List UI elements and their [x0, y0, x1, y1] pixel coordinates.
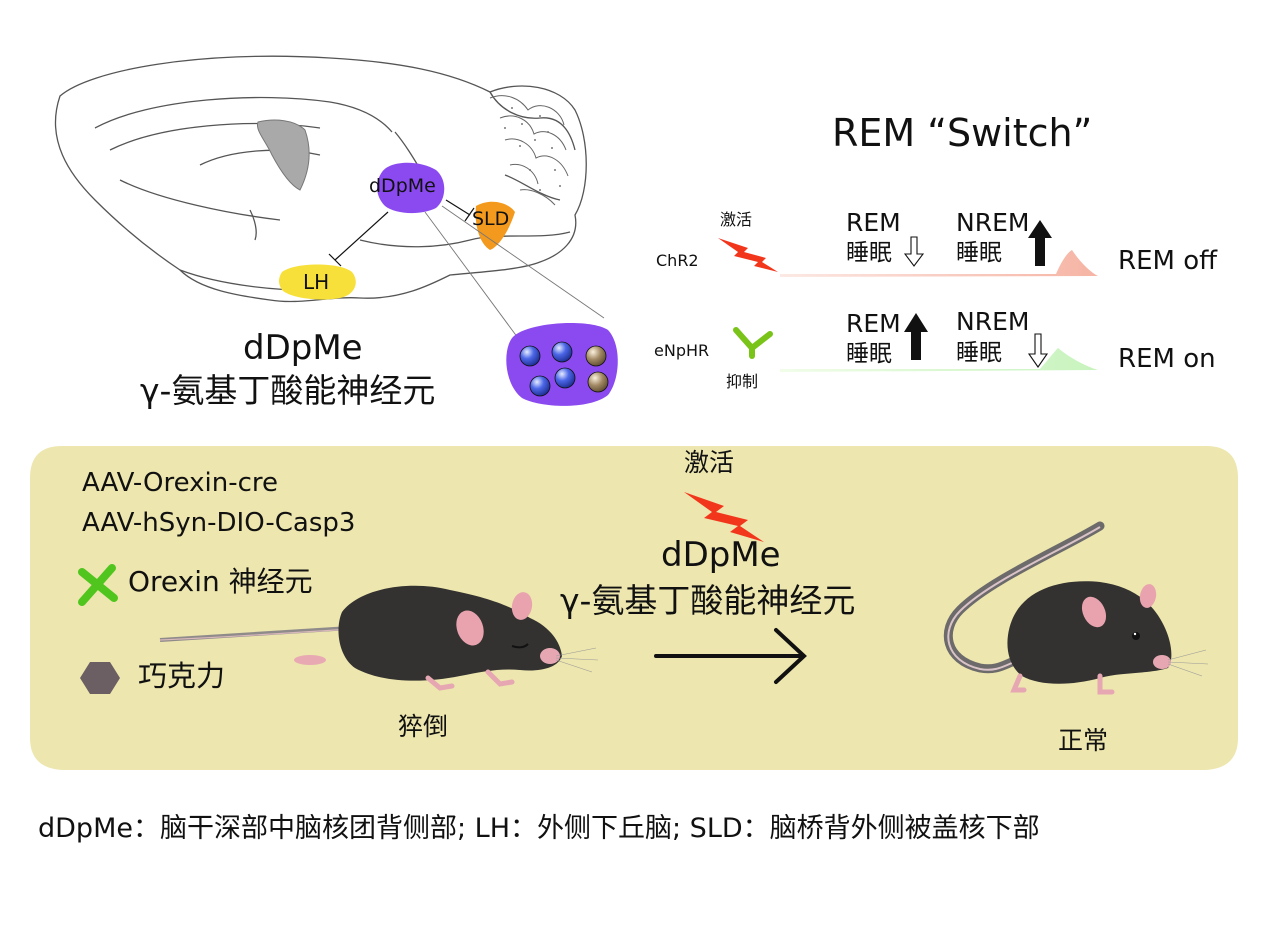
neuron-cells [519, 341, 609, 397]
neuron-gaba [519, 345, 541, 367]
neuron-gaba [551, 341, 573, 363]
abbreviation-footer: dDpMe：脑干深部中脑核团背侧部; LH：外侧下丘脑; SLD：脑桥背外侧被盖… [38, 813, 1040, 844]
sld-region-label: SLD [472, 208, 510, 230]
target-line2: γ-氨基丁酸能神经元 [560, 581, 856, 620]
neuron-gaba [554, 367, 576, 389]
row2-nrem-sub: 睡眠 [956, 340, 1002, 366]
cataplexy-mouse [159, 585, 599, 691]
activation-lightning-icon [684, 492, 764, 542]
ddpme-region-label: dDpMe [369, 175, 436, 197]
lh-region-label: LH [303, 270, 330, 294]
neuron-gaba [529, 375, 551, 397]
row1-method: ChR2 [656, 251, 699, 270]
rem-down-hollow-arrow [903, 236, 925, 267]
inhibition-lines [328, 199, 475, 267]
ablation-x-icon [78, 564, 118, 606]
row2-rem-label: REM [846, 309, 901, 338]
row1-action: 激活 [720, 210, 753, 229]
brain-title-line1: dDpMe [243, 328, 363, 368]
rem-off-bar [780, 250, 1098, 277]
activate-label: 激活 [684, 448, 735, 477]
chocolate-label: 巧克力 [138, 659, 226, 693]
before-state-label: 猝倒 [398, 712, 449, 741]
ablation-label: Orexin 神经元 [128, 565, 313, 598]
rem-up-solid-arrow [904, 313, 928, 360]
row2-method: eNpHR [654, 341, 710, 360]
row2-action: 抑制 [726, 372, 759, 391]
virus-1: AAV-Orexin-cre [82, 468, 279, 498]
neuron-other [587, 371, 609, 393]
nrem-down-hollow-arrow [1027, 333, 1049, 368]
row1-nrem-label: NREM [956, 208, 1030, 237]
chocolate-icon [80, 662, 120, 694]
transition-arrow [654, 628, 807, 684]
zoom-lines [424, 205, 605, 339]
after-state-label: 正常 [1058, 726, 1109, 755]
sld-region [475, 201, 515, 250]
nrem-up-solid-arrow [1028, 220, 1052, 266]
neuron-other [585, 345, 607, 367]
row2-rem-sub: 睡眠 [846, 341, 892, 367]
ventricle [256, 119, 310, 191]
row1-rem-sub: 睡眠 [846, 240, 892, 266]
row1-rem-label: REM [846, 208, 901, 237]
cerebellum-dots [504, 107, 561, 191]
experiment-panel [30, 446, 1238, 770]
cerebellum [489, 95, 569, 206]
ddpme-region [377, 162, 445, 214]
row1-nrem-sub: 睡眠 [956, 240, 1002, 266]
lightning-icon [718, 238, 778, 272]
rem-on-bar [780, 348, 1098, 372]
row1-result: REM off [1118, 246, 1218, 276]
inhibit-icon [733, 327, 773, 359]
virus-2: AAV-hSyn-DIO-Casp3 [82, 508, 356, 538]
lh-region [279, 264, 356, 300]
normal-mouse [943, 521, 1209, 695]
brain-title-line2: γ-氨基丁酸能神经元 [140, 371, 436, 410]
switch-title: REM “Switch” [832, 111, 1093, 155]
target-line1: dDpMe [661, 535, 781, 575]
row2-result: REM on [1118, 344, 1216, 374]
row2-nrem-label: NREM [956, 307, 1030, 336]
